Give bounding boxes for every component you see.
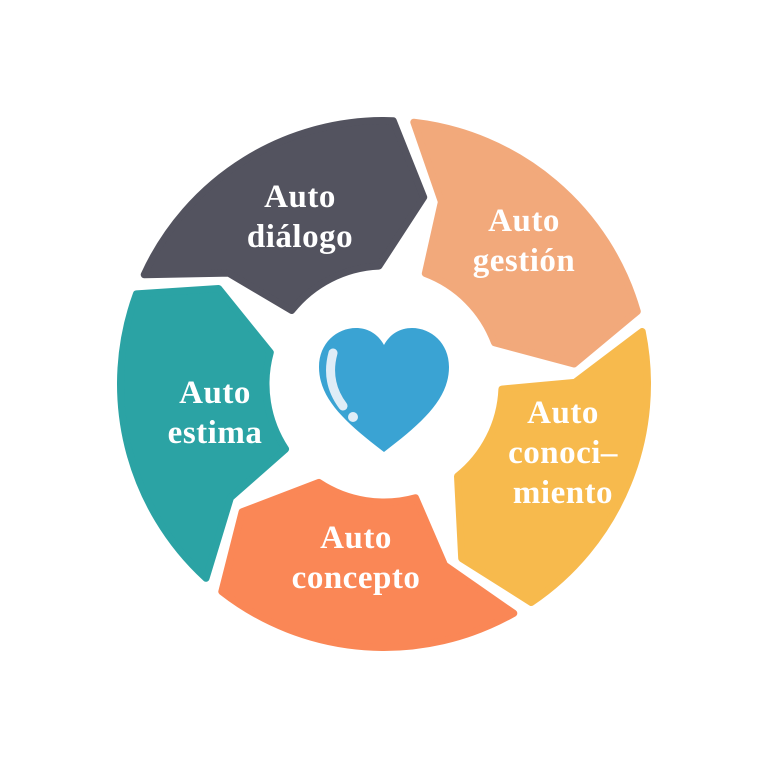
heart-highlight: [326, 348, 348, 411]
segment-label-auto-estima: Auto estima: [167, 375, 263, 451]
heart-icon: [319, 328, 449, 452]
segment-label-auto-gestion: Auto gestión: [472, 203, 576, 279]
segment-auto-gestion: [410, 118, 641, 368]
segment-auto-concepto: [218, 478, 518, 651]
segment-label-auto-concepto: Auto concepto: [291, 520, 421, 596]
segment-label-auto-dialogo: Auto diálogo: [246, 179, 354, 255]
segment-label-auto-conocimiento: Auto conoci– miento: [508, 395, 618, 511]
segment-auto-dialogo: [140, 117, 428, 314]
segment-auto-estima: [117, 285, 290, 582]
heart-highlight-dot: [348, 412, 358, 422]
segment-auto-conocimiento: [454, 328, 651, 606]
segments-layer: [117, 117, 651, 651]
